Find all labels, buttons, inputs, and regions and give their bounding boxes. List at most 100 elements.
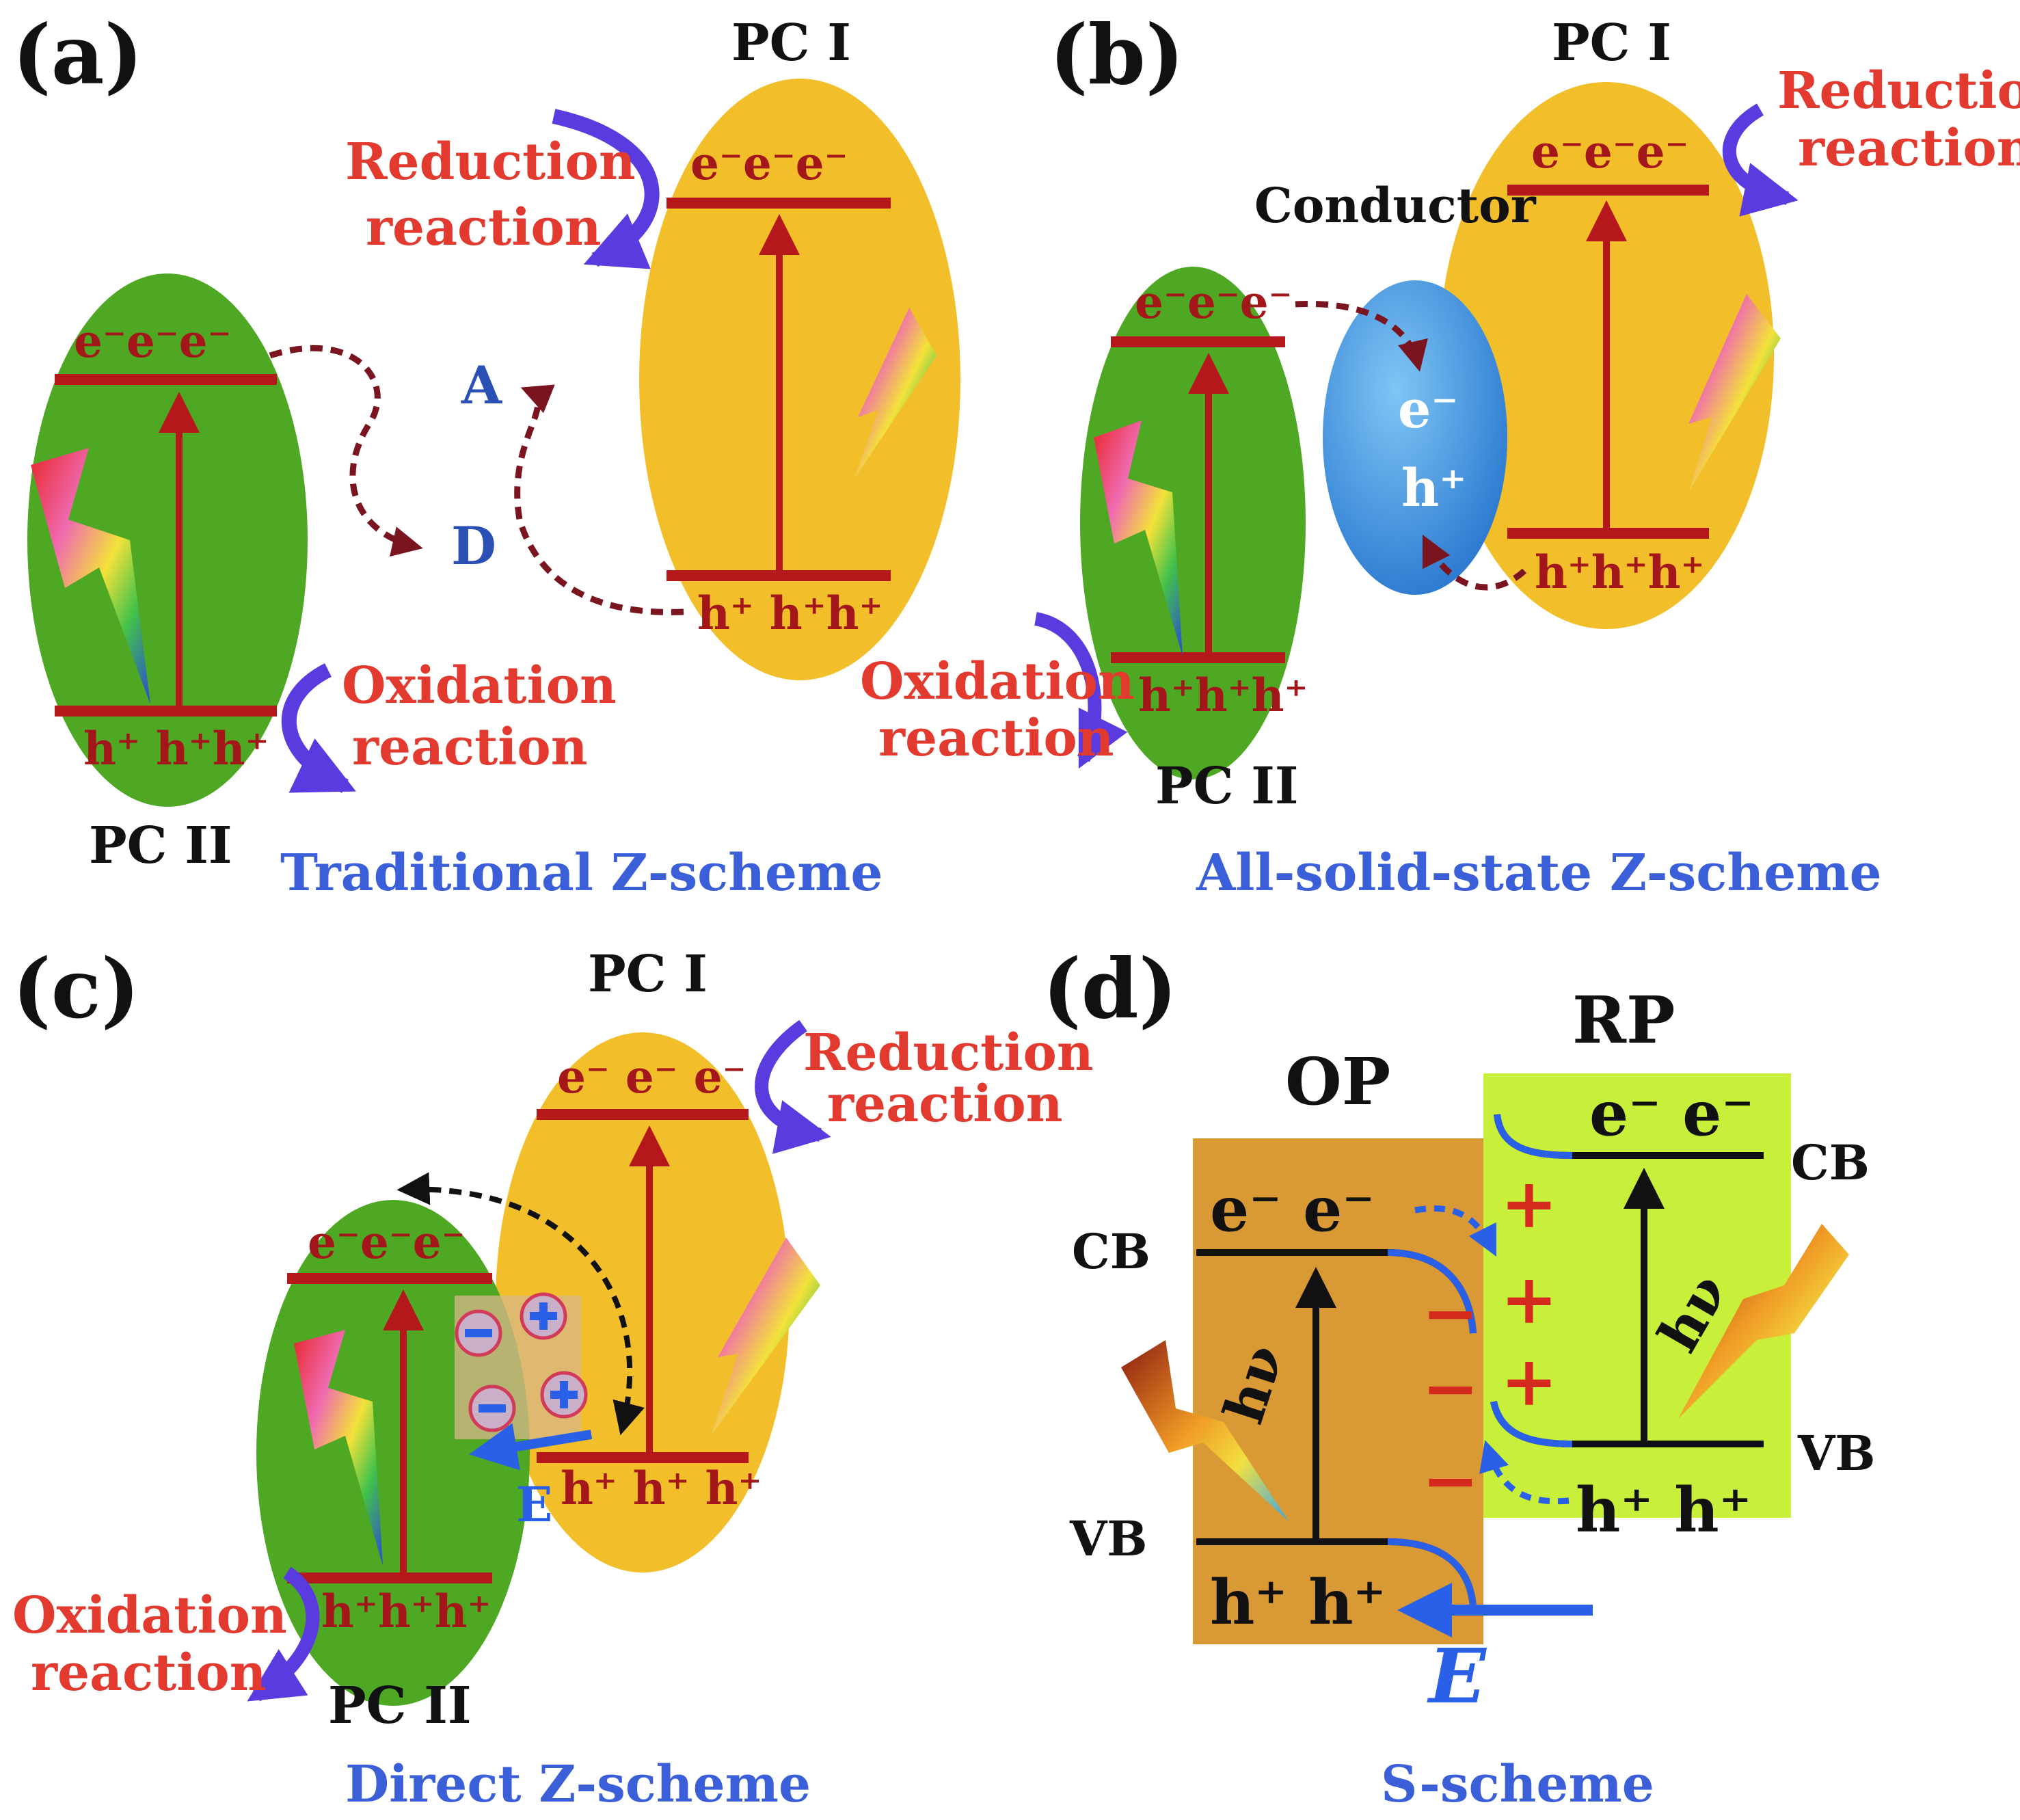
curved-arrow-icon [1722,103,1799,217]
plus-charge-icon: + [1500,1341,1558,1421]
rp-vb-label: VB [1797,1425,1875,1482]
pc1-electrons: e⁻e⁻e⁻ [690,137,848,190]
dashed-arrow-icon [1295,300,1428,372]
pc1-holes: h⁺ h⁺h⁺ [697,587,883,640]
reduction-label-line1: Reduction [345,133,636,191]
op-electrons: e⁻ e⁻ [1210,1173,1375,1246]
panel-d: (d) OP RP CB VB CB VB e⁻ e⁻ h⁺ h⁺ e⁻ e⁻ … [1042,941,1875,1814]
pc2-holes: h⁺ h⁺h⁺ [83,722,269,775]
minus-charge-icon [455,1309,502,1357]
lightning-icon [854,308,937,479]
oxidation-label-line1: Oxidation [342,656,617,715]
plus-charge-icon: + [1500,1163,1558,1244]
pc1-holes: h⁺ h⁺ h⁺ [561,1462,762,1515]
pc1-label: PC I [731,14,851,72]
dashed-arrow-icon [1422,534,1527,591]
acceptor-label: A [461,355,502,416]
panel-d-label: (d) [1042,941,1177,1037]
panel-b-caption: All-solid-state Z-scheme [1196,844,1882,902]
conductor-hole: h⁺ [1401,457,1466,518]
pc2-holes: h⁺h⁺h⁺ [321,1585,491,1638]
curved-arrow-icon [247,1566,320,1702]
conductor-label: Conductor [1254,177,1537,234]
panel-c: (c) e⁻ e⁻ e⁻ h⁺ h⁺ h⁺ PC I e⁻e⁻e⁻ h⁺h⁺h⁺… [12,941,1094,1814]
plus-charge-icon: + [1500,1259,1558,1339]
oxidation-label-line1: Oxidation [12,1586,287,1645]
plus-charge-icon [540,1371,588,1419]
oxidation-label-line2: reaction [878,709,1114,768]
donor-label: D [451,516,496,576]
pc1-particle [639,79,960,680]
curved-arrow-icon [552,109,660,269]
rp-label: RP [1572,982,1675,1058]
pc2-particle [27,273,308,807]
lightning-icon [294,1330,383,1566]
lightning-icon [1121,1340,1289,1521]
panel-b-label: (b) [1049,7,1184,103]
op-vb-label: VB [1069,1510,1147,1567]
pc2-label: PC II [1155,757,1299,816]
rp-cb-label: CB [1791,1134,1870,1191]
pc2-electrons: e⁻e⁻e⁻ [74,315,231,368]
pc1-holes: h⁺h⁺h⁺ [1535,546,1704,599]
op-vb-bending [1387,1538,1477,1607]
field-label: E [516,1476,552,1533]
reduction-label-line2: reaction [1798,119,2020,178]
panel-c-label: (c) [12,941,140,1037]
minus-charge-icon: − [1422,1348,1479,1428]
panel-c-caption: Direct Z-scheme [345,1755,811,1814]
dashed-arrow-icon [396,1172,645,1436]
rp-cb-bending [1494,1114,1573,1159]
reduction-label-line1: Reduction [803,1023,1094,1082]
rp-vb-bending [1490,1400,1573,1447]
dashed-arrow-icon [1414,1205,1497,1257]
pc2-label: PC II [89,816,232,875]
oxidation-label-line1: Oxidation [860,652,1135,711]
lightning-icon [31,448,150,704]
lightning-icon [711,1237,820,1436]
op-label: OP [1285,1044,1390,1120]
pc2-particle [1080,267,1306,779]
minus-charge-icon: − [1422,1272,1479,1353]
oxidation-label-line2: reaction [31,1644,267,1702]
plus-charge-icon [520,1292,567,1340]
lightning-icon [1678,1224,1849,1419]
conductor-electron: e⁻ [1398,379,1458,440]
panel-d-caption: S-scheme [1381,1755,1654,1814]
pc1-label: PC I [1552,14,1671,72]
curved-arrow-icon [755,1019,831,1154]
lightning-icon [1688,294,1781,492]
reduction-label-line2: reaction [366,198,602,257]
minus-charge-icon [468,1384,516,1432]
rp-electrons: e⁻ e⁻ [1589,1078,1754,1150]
lightning-icon [1094,420,1183,656]
pc2-electrons: e⁻e⁻e⁻ [1135,276,1292,329]
pc1-electrons: e⁻e⁻e⁻ [1531,125,1688,178]
op-cb-bending [1387,1249,1477,1334]
pc2-holes: h⁺h⁺h⁺ [1138,669,1308,722]
pc1-electrons: e⁻ e⁻ e⁻ [557,1050,746,1103]
op-holes: h⁺ h⁺ [1210,1566,1386,1639]
panel-a-caption: Traditional Z-scheme [280,844,883,902]
panel-a-label: (a) [12,7,143,103]
field-label: E [1427,1632,1487,1720]
field-arrow-icon [469,1423,593,1471]
op-block [1193,1138,1483,1644]
pc2-label: PC II [328,1676,472,1735]
conductor-particle [1323,280,1507,595]
curved-arrow-icon [1034,612,1128,769]
minus-charge-icon: − [1422,1440,1479,1521]
panel-a: (a) e⁻e⁻e⁻ h⁺ h⁺h⁺ PC I e⁻e⁻e⁻ h⁺ h⁺h⁺ P… [12,7,960,902]
reduction-label-line2: reaction [827,1075,1063,1134]
op-cb-label: CB [1072,1223,1150,1280]
pc1-label: PC I [588,945,708,1004]
dashed-arrow-icon [514,384,684,615]
reduction-label-line1: Reduction [1777,62,2020,120]
dashed-arrow-icon [269,345,423,557]
curved-arrow-icon [281,663,356,793]
panel-b: (b) e⁻e⁻e⁻ h⁺h⁺h⁺ PC I Conductor e⁻ h⁺ e… [860,7,2020,902]
rp-holes: h⁺ h⁺ [1576,1474,1751,1547]
oxidation-label-line2: reaction [352,718,588,777]
pc2-electrons: e⁻e⁻e⁻ [308,1216,465,1269]
